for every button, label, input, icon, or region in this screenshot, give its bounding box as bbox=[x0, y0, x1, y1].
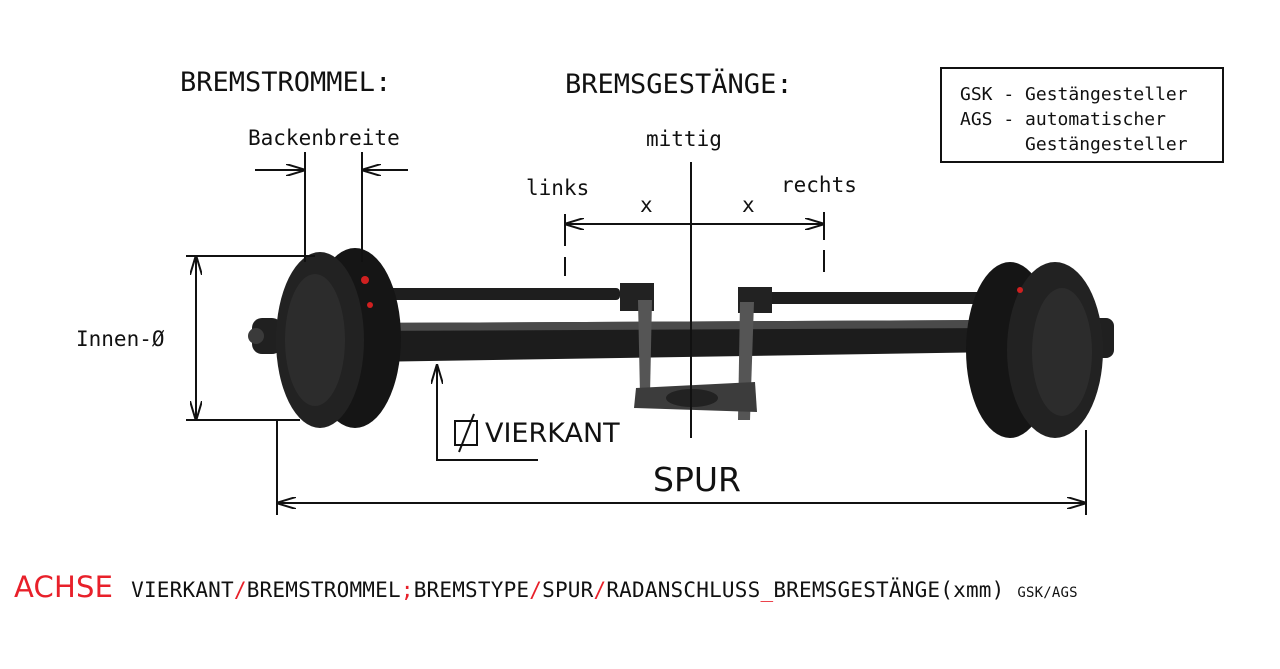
formula-sep-5: _ bbox=[760, 578, 774, 602]
x-left-label: x bbox=[640, 193, 653, 217]
legend-gsk: GSK - Gestängesteller bbox=[960, 84, 1188, 105]
formula-sep-3: / bbox=[529, 578, 543, 602]
innen-label: Innen-Ø bbox=[76, 327, 165, 351]
axle-illustration bbox=[248, 248, 1114, 438]
formula-vierkant: VIERKANT bbox=[131, 578, 234, 602]
left-hub bbox=[252, 318, 282, 354]
square-section-icon bbox=[454, 413, 478, 453]
bremstrommel-heading: BREMSTROMMEL: bbox=[180, 67, 392, 98]
x-right-label: x bbox=[742, 193, 755, 217]
rechts-label: rechts bbox=[781, 173, 857, 197]
mittig-label: mittig bbox=[646, 127, 722, 151]
formula-suffix: GSK/AGS bbox=[1017, 585, 1078, 601]
spur-label: SPUR bbox=[653, 460, 741, 499]
formula-sep-4: / bbox=[593, 578, 607, 602]
links-label: links bbox=[526, 176, 590, 200]
right-brake-drum bbox=[966, 262, 1103, 438]
abbreviation-legend: GSK - Gestängesteller AGS - automatische… bbox=[940, 67, 1224, 163]
formula-sep-1: / bbox=[233, 578, 247, 602]
legend-ags-cont: Gestängesteller bbox=[960, 134, 1188, 155]
left-brake-drum bbox=[276, 248, 401, 428]
formula-achse: ACHSE bbox=[14, 570, 114, 604]
backenbreite-label: Backenbreite bbox=[248, 126, 400, 150]
vierkant-leader bbox=[437, 365, 538, 461]
formula-bremsgestaenge: BREMSGESTÄNGE(xmm) bbox=[773, 578, 1005, 602]
legend-ags: AGS - automatischer bbox=[960, 109, 1166, 130]
vierkant-label: VIERKANT bbox=[485, 418, 620, 449]
square-tube bbox=[365, 320, 1000, 362]
right-brake-rod bbox=[760, 292, 990, 304]
left-brake-rod bbox=[370, 288, 620, 300]
formula-radanschluss: RADANSCHLUSS bbox=[606, 578, 761, 602]
bremsgestaenge-heading: BREMSGESTÄNGE: bbox=[565, 69, 793, 100]
formula-bremstype: BREMSTYPE bbox=[413, 578, 530, 602]
formula-sep-2: ; bbox=[400, 578, 414, 602]
formula-spur: SPUR bbox=[542, 578, 594, 602]
formula-bremstrommel: BREMSTROMMEL bbox=[246, 578, 401, 602]
